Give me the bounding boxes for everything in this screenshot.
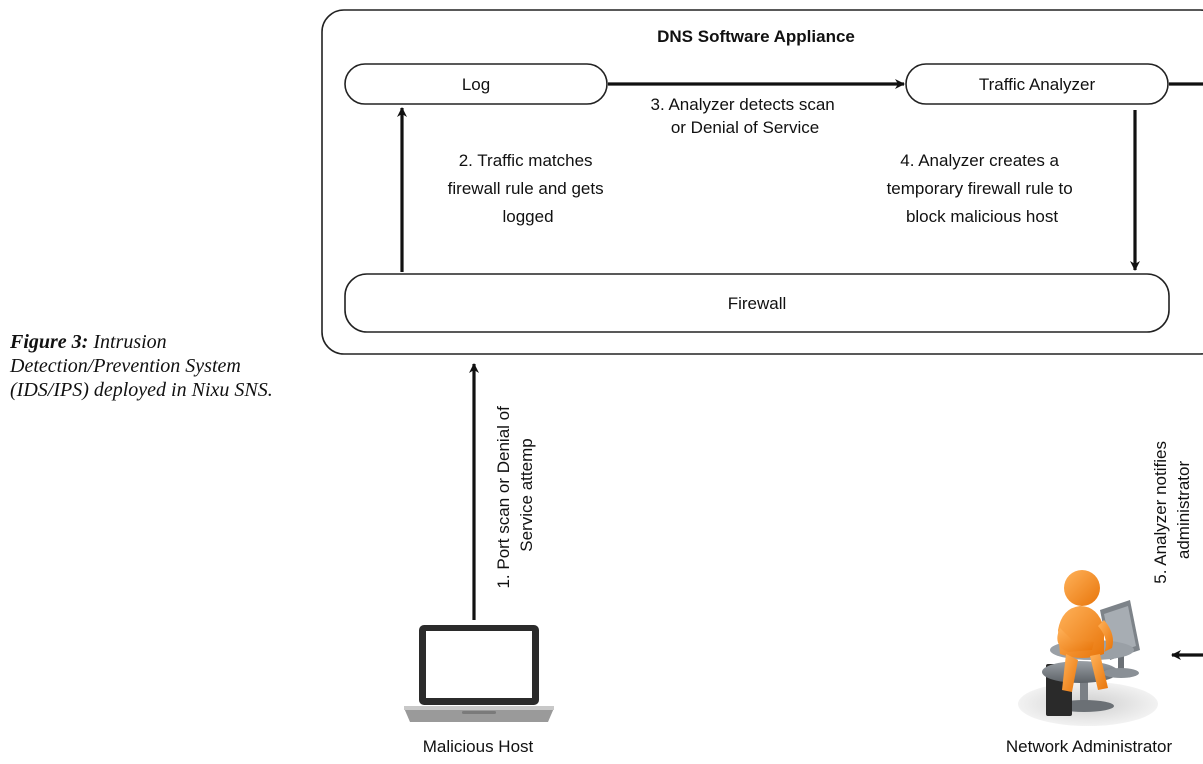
figure-caption-label: Figure 3:: [10, 331, 89, 353]
step2-label: 2. Traffic matches firewall rule and get…: [448, 151, 609, 226]
step4-line3: block malicious host: [906, 207, 1058, 226]
step4-line1: 4. Analyzer creates a: [900, 151, 1059, 170]
step5-label: 5. Analyzer notifies administrator: [1151, 436, 1193, 583]
step1-label: 1. Port scan or Denial of Service attemp: [494, 401, 536, 588]
step3-label: 3. Analyzer detects scan or Denial of Se…: [650, 95, 839, 137]
firewall-label: Firewall: [728, 294, 787, 313]
step2-line2: firewall rule and gets: [448, 179, 604, 198]
step1-line2: Service attemp: [517, 438, 536, 551]
step5-line1: 5. Analyzer notifies: [1151, 441, 1170, 584]
step3-line2: or Denial of Service: [671, 118, 819, 137]
dns-appliance-box: [321, 9, 1203, 355]
step2-line3: logged: [502, 207, 553, 226]
network-administrator-label: Network Administrator: [1006, 737, 1173, 756]
traffic-analyzer-node: [905, 63, 1169, 105]
step4-label: 4. Analyzer creates a temporary firewall…: [887, 151, 1078, 226]
firewall-node: [344, 273, 1170, 333]
malicious-host-label: Malicious Host: [423, 737, 534, 756]
traffic-analyzer-label: Traffic Analyzer: [979, 75, 1096, 94]
log-label: Log: [462, 75, 490, 94]
administrator-at-computer-icon: [1018, 570, 1158, 726]
step4-line2: temporary firewall rule to: [887, 179, 1073, 198]
step1-line1: 1. Port scan or Denial of: [494, 406, 513, 589]
log-node: [344, 63, 608, 105]
step3-line1: 3. Analyzer detects scan: [650, 95, 834, 114]
figure-caption-text: Intrusion Detection/Prevention System (I…: [10, 331, 273, 401]
step2-line1: 2. Traffic matches: [459, 151, 593, 170]
figure-caption: Figure 3: Intrusion Detection/Prevention…: [10, 330, 310, 402]
laptop-icon: [404, 625, 554, 722]
step5-line2: administrator: [1174, 461, 1193, 560]
appliance-title: DNS Software Appliance: [657, 27, 855, 46]
